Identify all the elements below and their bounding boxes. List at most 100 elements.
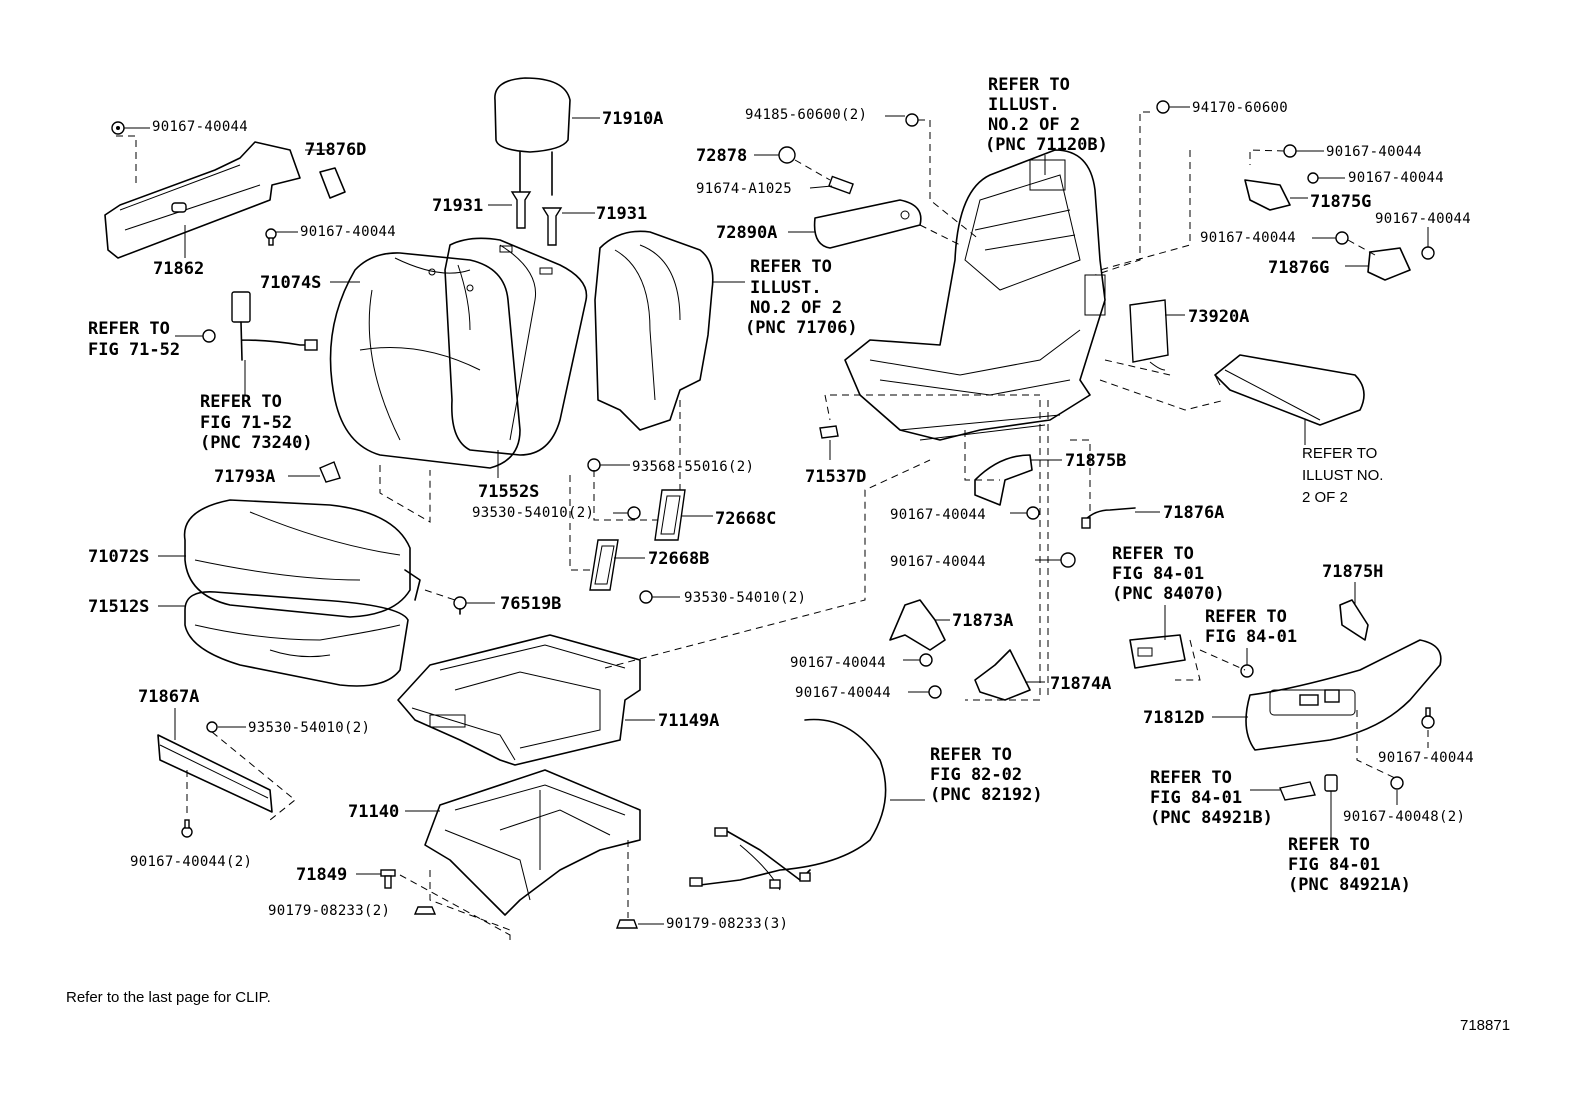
ref-line: (PNC 73240) (200, 433, 313, 453)
ref-line: (PNC 71120B) (985, 135, 1108, 155)
seat-frame-drawing (844, 149, 1106, 441)
part-71931-guide-left (510, 191, 532, 229)
part-label-71862: 71862 (153, 259, 204, 279)
ref-line: (PNC 84070) (1112, 584, 1225, 604)
fastener-label: 90167-40044 (890, 554, 986, 570)
part-91674-bolt (828, 175, 854, 195)
fastener-label: 90167-40044 (1200, 230, 1296, 246)
ref-line: REFER TO (1112, 544, 1194, 564)
part-71849-pin (380, 869, 396, 889)
part-label-71875H: 71875H (1322, 562, 1383, 582)
part-label-71867A: 71867A (138, 687, 199, 707)
part-label-71849: 71849 (296, 865, 347, 885)
fastener-bolt-icon (1307, 172, 1319, 184)
fastener-label: 93568-55016(2) (632, 459, 754, 475)
part-71873A-bracket (889, 599, 946, 651)
ref-line: FIG 84-01 (1288, 855, 1380, 875)
seatback-board-drawing (594, 230, 714, 431)
part-label-76519B: 76519B (500, 594, 561, 614)
footer-note: Refer to the last page for CLIP. (66, 989, 271, 1006)
ref-line: FIG 71-52 (88, 340, 180, 360)
switch-connector-drawing (1129, 634, 1186, 669)
ref-line: (PNC 84921A) (1288, 875, 1411, 895)
part-72890A-lever (813, 199, 922, 249)
ref-line: FIG 84-01 (1205, 627, 1297, 647)
ref-line: 2 OF 2 (1302, 489, 1348, 506)
part-71149A-frame (397, 634, 641, 766)
fastener-label: 93530-54010(2) (472, 505, 594, 521)
fastener-nut-icon (615, 919, 639, 929)
part-71910A-headrest (494, 77, 571, 196)
ref-line: REFER TO (930, 745, 1012, 765)
part-73920A-module (1129, 299, 1169, 371)
fastener-label: 90167-40044 (790, 655, 886, 671)
ref-line: REFER TO (200, 392, 282, 412)
fastener-bolt-icon (639, 590, 653, 604)
fastener-bolt-icon (1156, 100, 1170, 114)
fastener-label: 93530-54010(2) (248, 720, 370, 736)
part-71874A-bracket (974, 649, 1031, 701)
part-71875H-bracket (1339, 599, 1369, 641)
part-71537D-pad (819, 425, 839, 439)
fastener-label: 94170-60600 (1192, 100, 1288, 116)
part-71140-base (424, 769, 641, 916)
fastener-bolt-icon (1421, 707, 1435, 729)
ref-line: ILLUST. (750, 278, 822, 298)
fastener-label: 90167-40044 (152, 119, 248, 135)
part-label-71793A: 71793A (214, 467, 275, 487)
part-71862-drawing (104, 141, 346, 259)
ref-line: (PNC 82192) (930, 785, 1043, 805)
part-71931-guide-right (541, 207, 563, 246)
ref-line: REFER TO (88, 319, 170, 339)
ref-line: REFER TO (1302, 445, 1377, 462)
fastener-label: 93530-54010(2) (684, 590, 806, 606)
fastener-label: 90167-40044 (300, 224, 396, 240)
fastener-label: 90167-40044 (795, 685, 891, 701)
fastener-bolt-icon (1026, 506, 1040, 520)
fastener-bolt-icon (111, 121, 125, 135)
part-label-71812D: 71812D (1143, 708, 1204, 728)
ref-line: REFER TO (988, 75, 1070, 95)
ref-line: (PNC 71706) (745, 318, 858, 338)
fastener-label: 90167-40044 (1375, 211, 1471, 227)
fastener-bolt-icon (206, 721, 218, 733)
seat-belt-buckle-drawing (202, 291, 318, 361)
ref-line: (PNC 84921B) (1150, 808, 1273, 828)
switch-knob-drawing (1279, 781, 1316, 801)
ref-line: NO.2 OF 2 (750, 298, 842, 318)
ref-line: FIG 82-02 (930, 765, 1022, 785)
part-72878-cap (778, 146, 796, 164)
fastener-label: 90167-40044 (1378, 750, 1474, 766)
part-label-71552S: 71552S (478, 482, 539, 502)
part-label-71931: 71931 (432, 196, 483, 216)
part-71074S-seatback-cover (329, 252, 521, 469)
fastener-bolt-icon (928, 685, 942, 699)
part-label-71537D: 71537D (805, 467, 866, 487)
part-label-71876A: 71876A (1163, 503, 1224, 523)
ref-line: REFER TO (1205, 607, 1287, 627)
fastener-bolt-icon (181, 819, 193, 838)
fastener-bolt-icon (1240, 664, 1254, 678)
part-label-72668B: 72668B (648, 549, 709, 569)
part-label-71910A: 71910A (602, 109, 663, 129)
fastener-label: 90167-40048(2) (1343, 809, 1465, 825)
fastener-bolt-icon (265, 228, 277, 246)
part-71512S-cushion-pad (184, 591, 409, 687)
part-label-72890A: 72890A (716, 223, 777, 243)
part-71072S-cushion-cover (183, 499, 421, 618)
fastener-bolt-icon (905, 113, 919, 127)
fastener-label: 90179-08233(3) (666, 916, 788, 932)
ref-line: ILLUST NO. (1302, 467, 1383, 484)
part-label-71875B: 71875B (1065, 451, 1126, 471)
fastener-label: 90167-40044 (1326, 144, 1422, 160)
ref-line: FIG 84-01 (1112, 564, 1204, 584)
part-label-73920A: 73920A (1188, 307, 1249, 327)
part-label-72878: 72878 (696, 146, 747, 166)
ref-line: REFER TO (1288, 835, 1370, 855)
fastener-nut-icon (413, 906, 437, 915)
seat-cushion-pad-side-drawing (1214, 354, 1365, 426)
part-label-71873A: 71873A (952, 611, 1013, 631)
fastener-bolt-icon (1335, 231, 1349, 245)
wire-harness-drawing (689, 718, 887, 891)
part-label-71875G: 71875G (1310, 192, 1371, 212)
